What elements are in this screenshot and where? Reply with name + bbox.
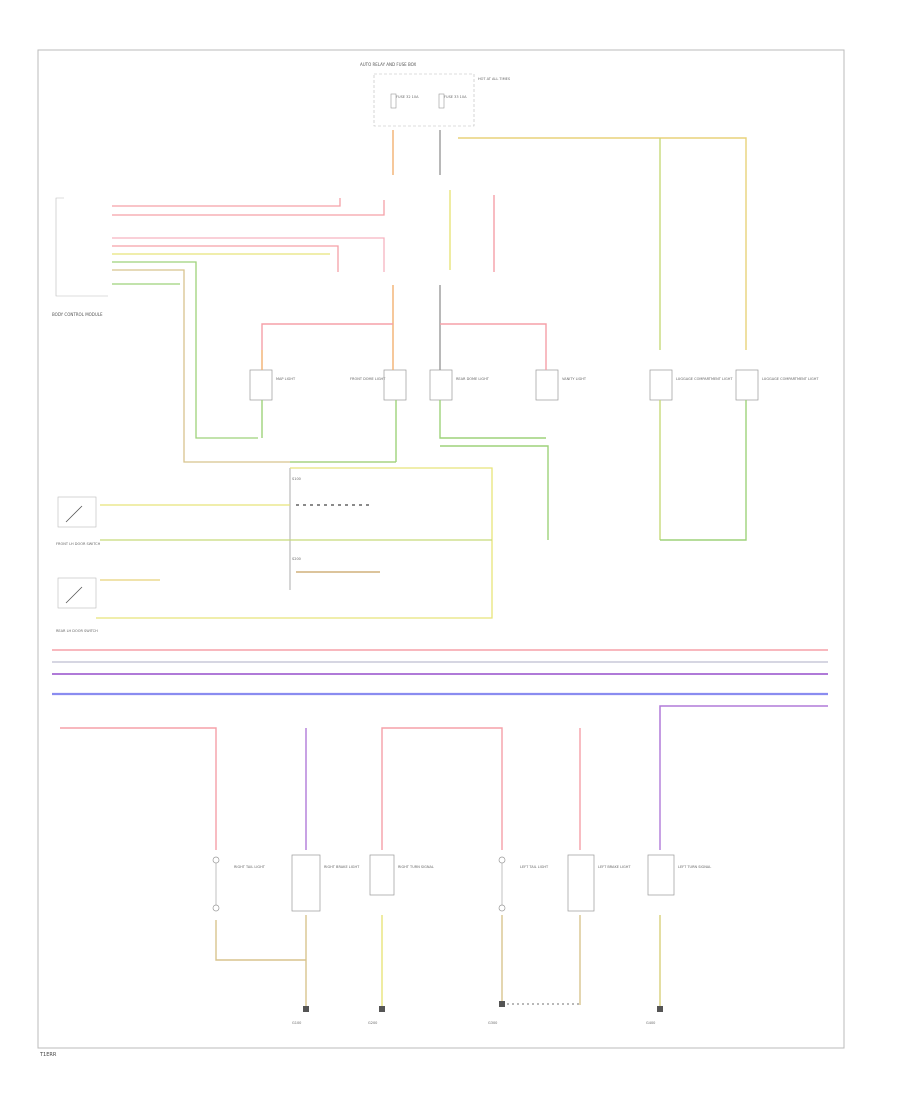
bcm-label: BODY CONTROL MODULE xyxy=(52,312,103,317)
ground-4-label: G400 xyxy=(646,1021,655,1025)
door-switch-rear-label: REAR LH DOOR SWITCH xyxy=(56,629,98,633)
splice-1-label: S100 xyxy=(292,477,301,481)
rear-lamp-l2-label: LEFT BRAKE LIGHT xyxy=(598,865,631,869)
luggage-light-1: LUGGAGE COMPARTMENT LIGHT xyxy=(649,369,733,540)
rear-lamp-l1: LEFT TAIL LIGHT xyxy=(498,856,549,912)
fuse-block-top: AUTO RELAY AND FUSE BOX HOT AT ALL TIMES… xyxy=(360,62,511,127)
vanity-light: VANITY LIGHT xyxy=(440,350,587,540)
rear-lamp-l3-label: LEFT TURN SIGNAL xyxy=(678,865,711,869)
top-wires xyxy=(392,130,747,350)
door-switch-front-label: FRONT LH DOOR SWITCH xyxy=(56,542,101,546)
front-dome-light: FRONT DOME LIGHT xyxy=(350,350,407,462)
rear-lamp-l1-label: LEFT TAIL LIGHT xyxy=(520,865,549,869)
rear-lamp-r3: RIGHT TURN SIGNAL xyxy=(369,854,434,896)
ground-3: G300 xyxy=(488,1001,505,1025)
ground-1: G100 xyxy=(292,1006,309,1025)
fuse-left-label: FUSE 32 10A xyxy=(396,95,419,99)
rear-lamp-wires xyxy=(60,727,661,1010)
ground-1-label: G100 xyxy=(292,1021,301,1025)
rear-lamp-l3: LEFT TURN SIGNAL xyxy=(647,854,711,896)
rear-dome-light-label: REAR DOME LIGHT xyxy=(456,377,490,381)
middle-wires xyxy=(261,285,547,350)
splice-section xyxy=(96,461,493,619)
luggage-light-1-label: LUGGAGE COMPARTMENT LIGHT xyxy=(676,377,733,381)
body-control-module: BODY CONTROL MODULE xyxy=(52,197,108,317)
door-switch-rear: REAR LH DOOR SWITCH xyxy=(56,577,98,633)
rear-lamp-r1-label: RIGHT TAIL LIGHT xyxy=(234,865,266,869)
rear-lamp-r2-label: RIGHT BRAKE LIGHT xyxy=(324,865,360,869)
map-light-label: MAP LIGHT xyxy=(276,377,296,381)
rear-lamp-r2: RIGHT BRAKE LIGHT xyxy=(291,854,360,912)
splice-2-label: S200 xyxy=(292,557,301,561)
fuse-left-icon xyxy=(390,93,397,109)
ground-4: G400 xyxy=(646,1006,663,1025)
vanity-light-label: VANITY LIGHT xyxy=(562,377,587,381)
front-dome-light-label: FRONT DOME LIGHT xyxy=(350,377,386,381)
footer-code: T1ERR xyxy=(39,1052,57,1058)
door-switch-front: FRONT LH DOOR SWITCH xyxy=(56,496,101,546)
bus-lines xyxy=(52,649,828,750)
ground-2: G200 xyxy=(368,1006,385,1025)
rear-lamp-l2: LEFT BRAKE LIGHT xyxy=(567,854,631,912)
fuse-right-label: FUSE 33 10A xyxy=(444,95,467,99)
fuse-right-icon xyxy=(438,93,445,109)
rear-lamp-r1: RIGHT TAIL LIGHT xyxy=(212,856,266,912)
rear-lamp-r3-label: RIGHT TURN SIGNAL xyxy=(398,865,434,869)
bcm-output-wires xyxy=(112,198,396,463)
luggage-light-2-label: LUGGAGE COMPARTMENT LIGHT xyxy=(762,377,819,381)
ground-3-label: G300 xyxy=(488,1021,497,1025)
ground-2-label: G200 xyxy=(368,1021,377,1025)
fuse-block-title: AUTO RELAY AND FUSE BOX xyxy=(360,62,417,67)
hot-note: HOT AT ALL TIMES xyxy=(478,77,511,81)
luggage-light-2: LUGGAGE COMPARTMENT LIGHT xyxy=(660,369,819,541)
diagram-frame xyxy=(37,49,845,1049)
rear-dome-light: REAR DOME LIGHT xyxy=(429,350,546,439)
map-light: MAP LIGHT xyxy=(249,350,296,438)
